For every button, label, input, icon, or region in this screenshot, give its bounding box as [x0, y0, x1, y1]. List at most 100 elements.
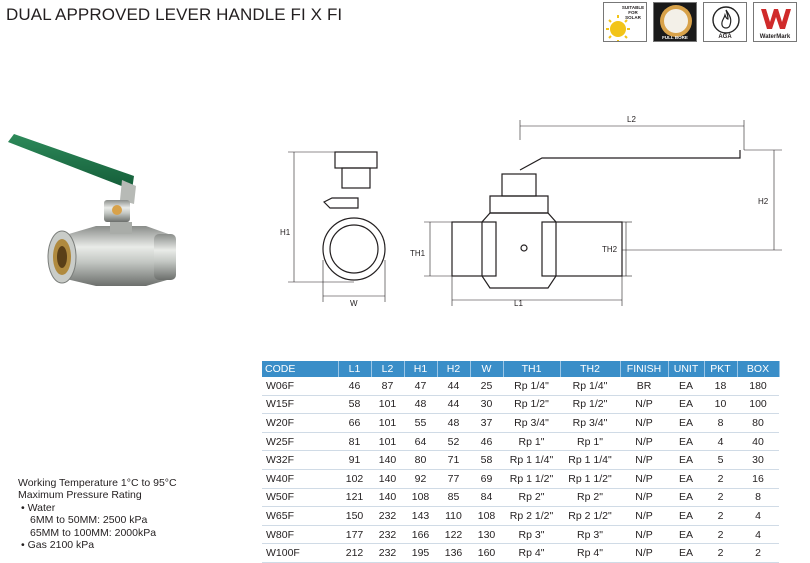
cell-h1: 92: [404, 469, 437, 489]
spec-table: CODE L1 L2 H1 H2 W TH1 TH2 FINISH UNIT P…: [262, 361, 780, 563]
water-small-rating: 6MM to 50MM: 2500 kPa: [30, 514, 148, 527]
cell-pkt: 4: [704, 432, 737, 452]
cell-finish: BR: [620, 377, 668, 396]
cell-th1: Rp 3/4": [503, 413, 560, 433]
cell-th1: Rp 1 1/4": [503, 450, 560, 470]
cell-l2: 232: [371, 525, 404, 545]
cell-w: 37: [470, 413, 503, 433]
cell-unit: EA: [668, 432, 704, 452]
cell-h2: 122: [437, 525, 470, 545]
l2-label: L2: [627, 115, 636, 124]
side-view-left-end: [451, 221, 497, 277]
end-view-stem-cap: [334, 151, 378, 169]
header-code: CODE: [262, 361, 339, 377]
cell-pkt: 8: [704, 413, 737, 433]
cell-l2: 101: [371, 413, 404, 433]
cell-l1: 150: [338, 506, 371, 526]
aga-label: AGA: [718, 34, 732, 40]
cell-pkt: 2: [704, 488, 737, 508]
cell-h1: 64: [404, 432, 437, 452]
cell-th1: Rp 1/2": [503, 395, 560, 415]
cell-code: W80F: [262, 525, 338, 545]
full-bore-badge: FULL BORE: [653, 2, 697, 42]
cell-pkt: 2: [704, 506, 737, 526]
cell-l1: 66: [338, 413, 371, 433]
cell-h1: 48: [404, 395, 437, 415]
cell-l2: 101: [371, 432, 404, 452]
end-view-body-outer: [322, 217, 386, 281]
cell-th2: Rp 1/2": [560, 395, 620, 415]
cell-h2: 71: [437, 450, 470, 470]
cell-code: W100F: [262, 543, 338, 563]
gas-rating: • Gas 2100 kPa: [21, 539, 95, 552]
end-view-handle: [322, 197, 359, 209]
cell-h2: 85: [437, 488, 470, 508]
water-heading: • Water: [21, 501, 56, 514]
cell-h1: 55: [404, 413, 437, 433]
cell-pkt: 2: [704, 469, 737, 489]
header-th2: TH2: [560, 361, 621, 377]
cell-th2: Rp 2 1/2": [560, 506, 620, 526]
th1-label: TH1: [410, 249, 426, 258]
header-l2: L2: [371, 361, 405, 377]
header-h2: H2: [437, 361, 471, 377]
cell-code: W20F: [262, 413, 338, 433]
side-view-body: [481, 212, 557, 289]
cell-l2: 101: [371, 395, 404, 415]
header-finish: FINISH: [620, 361, 669, 377]
header-box: BOX: [737, 361, 780, 377]
cell-w: 58: [470, 450, 503, 470]
cell-w: 108: [470, 506, 503, 526]
cell-w: 30: [470, 395, 503, 415]
full-bore-label: FULL BORE: [662, 35, 688, 40]
cell-w: 160: [470, 543, 503, 563]
cell-box: 16: [737, 469, 779, 489]
header-pkt: PKT: [704, 361, 738, 377]
th2-label: TH2: [602, 245, 618, 254]
cell-pkt: 10: [704, 395, 737, 415]
cell-l2: 232: [371, 543, 404, 563]
cell-l2: 140: [371, 450, 404, 470]
cell-box: 2: [737, 543, 779, 563]
cell-unit: EA: [668, 377, 704, 396]
cell-box: 4: [737, 506, 779, 526]
cell-code: W65F: [262, 506, 338, 526]
side-view-stem-nut: [501, 173, 537, 197]
h1-label: H1: [280, 228, 291, 237]
cell-box: 100: [737, 395, 779, 415]
cell-finish: N/P: [620, 450, 668, 470]
cell-l1: 58: [338, 395, 371, 415]
cell-box: 40: [737, 432, 779, 452]
cell-finish: N/P: [620, 543, 668, 563]
cell-code: W06F: [262, 377, 338, 396]
end-view-stem-nut: [341, 167, 371, 189]
cell-unit: EA: [668, 413, 704, 433]
aga-badge: AGA: [703, 2, 747, 42]
cell-h2: 52: [437, 432, 470, 452]
cell-unit: EA: [668, 488, 704, 508]
cell-h2: 48: [437, 413, 470, 433]
cell-th1: Rp 1 1/2": [503, 469, 560, 489]
cell-th2: Rp 2": [560, 488, 620, 508]
cell-pkt: 5: [704, 450, 737, 470]
header-w: W: [470, 361, 504, 377]
cell-finish: N/P: [620, 506, 668, 526]
cell-code: W32F: [262, 450, 338, 470]
table-header-row: CODE L1 L2 H1 H2 W TH1 TH2 FINISH UNIT P…: [262, 361, 780, 377]
cell-th1: Rp 2": [503, 488, 560, 508]
cell-code: W50F: [262, 488, 338, 508]
side-view-right-end: [541, 221, 623, 277]
w-label: W: [350, 299, 358, 308]
cell-l1: 91: [338, 450, 371, 470]
cell-w: 130: [470, 525, 503, 545]
cell-unit: EA: [668, 506, 704, 526]
cell-l1: 46: [338, 377, 371, 396]
cell-finish: N/P: [620, 488, 668, 508]
watermark-label: WaterMark: [759, 34, 791, 40]
